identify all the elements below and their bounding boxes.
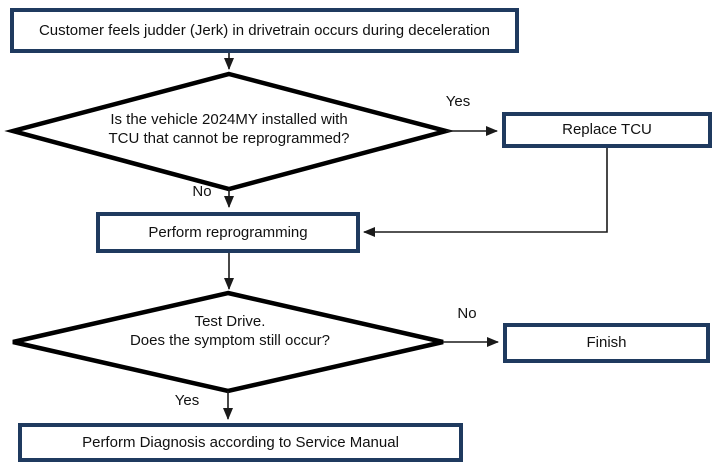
decision-tcu-line1: Is the vehicle 2024MY installed with [110, 111, 348, 128]
replace-tcu-node: Replace TCU [502, 112, 712, 148]
decision-test-drive-line1: Test Drive. [194, 313, 266, 330]
diagnosis-node: Perform Diagnosis according to Service M… [18, 423, 463, 462]
connector-replace-to-reprogram [363, 148, 608, 237]
edge-label-tcu-yes: Yes [445, 93, 471, 110]
decision-tcu-text: Is the vehicle 2024MY installed with TCU… [69, 110, 389, 148]
finish-label: Finish [586, 334, 627, 351]
reprogram-label: Perform reprogramming [148, 223, 308, 241]
edge-label-test-drive-yes: Yes [174, 392, 200, 409]
start-node: Customer feels judder (Jerk) in drivetra… [10, 8, 519, 53]
decision-test-drive-line2: Does the symptom still occur? [129, 332, 331, 349]
edge-label-test-drive-no: No [457, 305, 477, 322]
replace-tcu-label: Replace TCU [562, 121, 652, 138]
edge-label-tcu-no: No [192, 183, 212, 200]
reprogram-node: Perform reprogramming [96, 212, 360, 253]
decision-tcu-line2: TCU that cannot be reprogrammed? [108, 130, 350, 147]
diagnosis-label: Perform Diagnosis according to Service M… [82, 433, 399, 451]
start-node-label: Customer feels judder (Jerk) in drivetra… [38, 21, 491, 39]
finish-node: Finish [503, 323, 710, 363]
decision-test-drive-text: Test Drive. Does the symptom still occur… [70, 312, 390, 350]
